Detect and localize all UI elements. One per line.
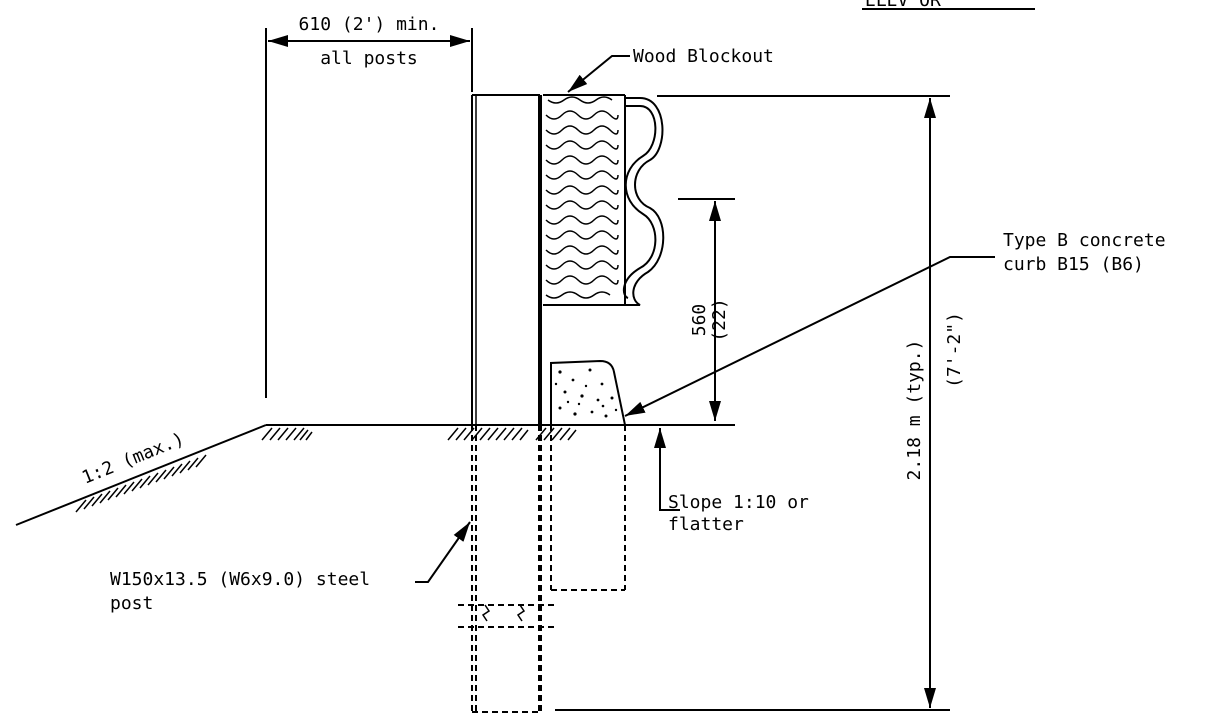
top-dimension: 610 (2') min. all posts (265, 14, 473, 398)
wood-blockout (543, 94, 626, 306)
partial-title: ELEV OR (865, 0, 941, 11)
curb-leader: Type B concrete curb B15 (B6) (624, 230, 1166, 417)
post-sublabel: post (110, 593, 153, 614)
rail-height-dimension: 560 (22) (678, 198, 735, 421)
top-dim-sublabel: all posts (320, 48, 418, 69)
height-metric: 2.18 m (typ.) (904, 340, 925, 481)
blockout-label: Wood Blockout (633, 46, 774, 67)
curb-sublabel: curb B15 (B6) (1003, 254, 1144, 275)
front-slope-label: Slope 1:10 or (668, 492, 809, 513)
steel-post (471, 94, 542, 425)
concrete-curb (550, 359, 626, 426)
side-slope-label: 1:2 (max.) (79, 429, 187, 489)
height-imperial: (7'-2") (944, 312, 965, 388)
post-label: W150x13.5 (W6x9.0) steel (110, 569, 370, 590)
post-embedment (458, 425, 555, 713)
front-slope-sublabel: flatter (668, 514, 744, 535)
ground-line (15, 424, 735, 526)
w-beam-rail (622, 97, 665, 306)
soil-hatching (75, 427, 577, 513)
curb-footing (550, 425, 626, 591)
blockout-leader: Wood Blockout (567, 46, 774, 93)
front-slope-leader: Slope 1:10 or flatter (654, 428, 809, 535)
curb-label: Type B concrete (1003, 230, 1166, 251)
total-height-dimension: 2.18 m (typ.) (7'-2") (555, 98, 965, 711)
rail-dim-imperial: (22) (709, 298, 730, 341)
post-leader: W150x13.5 (W6x9.0) steel post (110, 521, 471, 614)
rail-dim-metric: 560 (689, 304, 710, 337)
top-dim-label: 610 (2') min. (299, 14, 440, 35)
